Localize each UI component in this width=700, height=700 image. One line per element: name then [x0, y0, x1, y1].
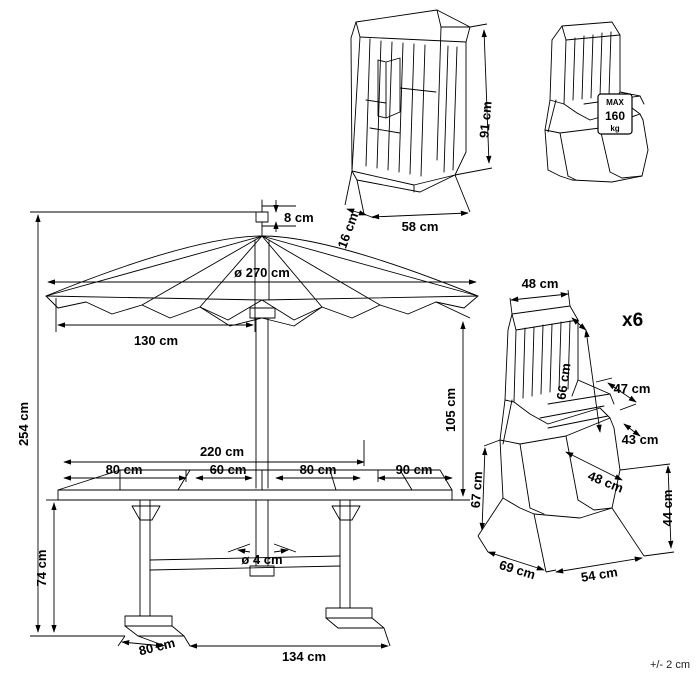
dim-chair-arm-top-height	[619, 463, 675, 557]
dim-pole-hole	[227, 543, 297, 554]
dim-table-base-width	[117, 635, 166, 648]
label-parasol-clearance: 105 cm	[443, 388, 458, 432]
label-table-base-width: 80 cm	[137, 635, 176, 658]
label-table-height: 74 cm	[34, 550, 49, 587]
dim-folded-chair-height	[454, 23, 493, 176]
label-tolerance-note: +/- 2 cm	[650, 659, 690, 671]
dim-folded-chair-depth	[344, 170, 367, 216]
label-folded-chair-height: 91 cm	[476, 101, 494, 139]
dim-table-segments	[63, 470, 453, 482]
max-load-line3: kg	[610, 124, 619, 133]
dim-parasol-finial	[262, 200, 296, 232]
label-chair-seat-height: 67 cm	[468, 471, 486, 509]
label-parasol-radius: 130 cm	[134, 333, 178, 348]
label-table-leaf-left: 80 cm	[106, 462, 143, 477]
label-table-leaf-center: 60 cm	[210, 462, 247, 477]
dim-chair-seat-depth	[565, 451, 623, 481]
dim-chair-back-width	[509, 289, 571, 315]
label-chair-arm-height: 43 cm	[622, 432, 659, 447]
max-load-badge: MAX 160 kg	[597, 93, 633, 135]
folded-chair-illustration	[350, 9, 471, 193]
label-total-height: 254 cm	[16, 402, 31, 446]
dim-chair-back-height	[571, 317, 602, 433]
label-table-base-length: 134 cm	[282, 649, 326, 664]
max-load-line1: MAX	[606, 98, 624, 107]
label-folded-chair-depth: 16 cm	[334, 211, 361, 251]
dim-table-top-length	[63, 440, 365, 466]
label-chair-arm-length: 47 cm	[614, 381, 651, 396]
label-chair-width: 54 cm	[580, 564, 619, 585]
label-chair-depth: 69 cm	[497, 557, 537, 582]
dim-table-height	[46, 499, 125, 637]
label-parasol-finial: 8 cm	[284, 210, 314, 225]
label-table-leaf-right: 80 cm	[300, 462, 337, 477]
label-quantity-badge: x6	[622, 310, 643, 331]
dim-table-base-length	[183, 627, 391, 649]
label-table-top-length: 220 cm	[200, 444, 244, 459]
label-chair-back-width: 48 cm	[522, 276, 559, 291]
dim-parasol-radius	[55, 298, 256, 332]
reclining-chair-illustration	[544, 21, 649, 183]
dim-chair-width	[545, 507, 645, 574]
dim-chair-arm-length	[595, 377, 637, 411]
label-table-top-width: 90 cm	[396, 462, 433, 477]
dim-chair-depth	[477, 513, 547, 573]
label-pole-hole: ø 4 cm	[241, 552, 282, 567]
table-illustration	[57, 469, 453, 637]
dim-chair-arm-height	[623, 423, 641, 437]
dim-folded-chair-length	[363, 174, 471, 220]
dim-chair-seat-height	[477, 439, 504, 537]
parasol-illustration	[45, 199, 479, 489]
dim-parasol-clearance	[435, 301, 471, 501]
max-load-line2: 160	[605, 109, 625, 123]
label-parasol-diameter: ø 270 cm	[234, 265, 290, 280]
label-folded-chair-length: 58 cm	[402, 219, 439, 234]
label-chair-back-height: 66 cm	[554, 362, 574, 401]
label-chair-arm-top-height: 44 cm	[660, 490, 675, 527]
